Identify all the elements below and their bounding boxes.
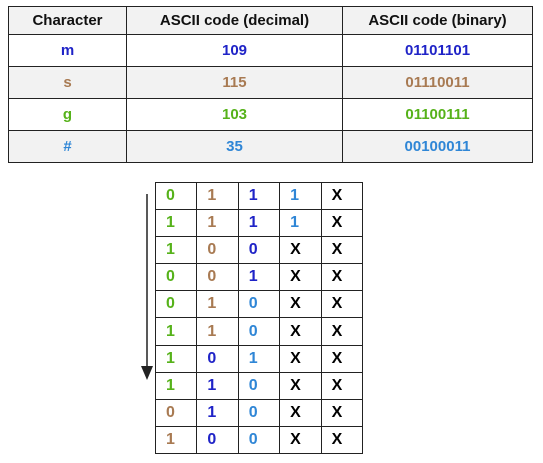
grid-cell: X (279, 425, 322, 455)
table-header-row: Character ASCII code (decimal) ASCII cod… (8, 6, 533, 35)
cell-decimal: 35 (126, 130, 343, 163)
cell-character: # (8, 130, 127, 163)
grid-cell: 0 (237, 317, 281, 346)
grid-cell: 1 (279, 181, 322, 211)
grid-cell: 1 (154, 371, 198, 400)
table-row: g 103 01100111 (8, 98, 533, 131)
grid-cell: X (320, 263, 364, 292)
grid-cell: 1 (154, 344, 198, 373)
down-arrow-icon (141, 194, 153, 380)
header-decimal: ASCII code (decimal) (126, 6, 343, 35)
grid-cell: 1 (196, 398, 239, 427)
grid-cell: 1 (154, 317, 198, 346)
header-character: Character (8, 6, 127, 35)
grid-cell: 1 (196, 371, 239, 400)
cell-character: m (8, 34, 127, 67)
grid-cell: 0 (196, 236, 239, 265)
table-row: m 109 01101101 (8, 34, 533, 67)
grid-cell: 1 (237, 209, 281, 238)
grid-cell: 0 (237, 236, 281, 265)
grid-cell: 1 (196, 317, 239, 346)
grid-cell: 1 (237, 181, 281, 211)
grid-cell: X (320, 290, 364, 319)
cell-decimal: 109 (126, 34, 343, 67)
cell-character: g (8, 98, 127, 131)
grid-cell: X (320, 317, 364, 346)
grid-cell: 0 (154, 290, 198, 319)
grid-cell: X (279, 263, 322, 292)
grid-cell: 1 (154, 236, 198, 265)
grid-cell: 0 (237, 398, 281, 427)
grid-cell: 1 (154, 209, 198, 238)
grid-cell: X (320, 344, 364, 373)
grid-cell: X (279, 344, 322, 373)
cell-decimal: 115 (126, 66, 343, 99)
grid-cell: X (320, 398, 364, 427)
grid-cell: X (320, 209, 364, 238)
grid-cell: X (320, 181, 364, 211)
grid-cell: X (279, 371, 322, 400)
cell-binary: 01100111 (342, 98, 533, 131)
grid-cell: 0 (196, 344, 239, 373)
cell-binary: 01110011 (342, 66, 533, 99)
cell-binary: 01101101 (342, 34, 533, 67)
grid-cell: X (279, 398, 322, 427)
grid-cell: X (279, 317, 322, 346)
header-binary: ASCII code (binary) (342, 6, 533, 35)
grid-cell: 1 (196, 209, 239, 238)
grid-cell: 0 (154, 181, 198, 211)
grid-cell: 0 (154, 263, 198, 292)
grid-cell: 0 (237, 371, 281, 400)
grid-cell: 0 (237, 425, 281, 455)
grid-cell: X (320, 425, 364, 455)
cell-binary: 00100011 (342, 130, 533, 163)
grid-cell: 0 (154, 398, 198, 427)
grid-cell: X (320, 371, 364, 400)
grid-cell: 1 (196, 290, 239, 319)
grid-cell: 1 (237, 263, 281, 292)
grid-cell: X (279, 290, 322, 319)
cell-character: s (8, 66, 127, 99)
grid-cell: 0 (237, 290, 281, 319)
grid-cell: 0 (196, 425, 239, 455)
table-row: s 115 01110011 (8, 66, 533, 99)
table-row: # 35 00100011 (8, 130, 533, 163)
grid-cell: 1 (237, 344, 281, 373)
cell-decimal: 103 (126, 98, 343, 131)
grid-cell: 1 (196, 181, 239, 211)
ascii-code-table: Character ASCII code (decimal) ASCII cod… (8, 6, 533, 163)
grid-cell: X (320, 236, 364, 265)
grid-cell: 1 (154, 425, 198, 455)
grid-cell: X (279, 236, 322, 265)
grid-cell: 1 (279, 209, 322, 238)
grid-cell: 0 (196, 263, 239, 292)
